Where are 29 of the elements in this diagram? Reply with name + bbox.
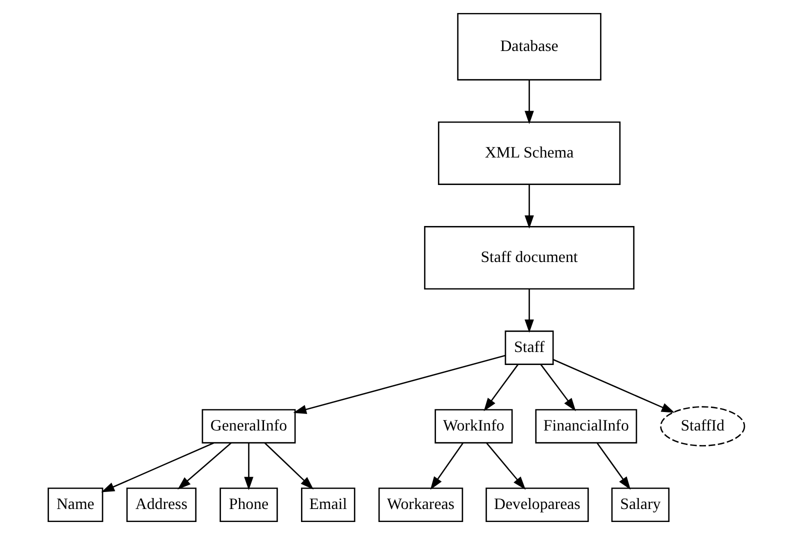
node-box: WorkInfo (434, 409, 513, 444)
arrow (244, 442, 254, 490)
arrow (524, 80, 534, 124)
node-box: FinancialInfo (535, 409, 638, 444)
node-box: Name (48, 488, 104, 522)
arrow (486, 442, 526, 490)
arrow (264, 442, 314, 490)
arrow (101, 442, 214, 492)
node-box: Developareas (486, 488, 589, 522)
arrow (553, 359, 675, 413)
arrow (430, 442, 464, 490)
node-box: Staff (504, 330, 554, 365)
arrow (524, 289, 534, 333)
node-box: GeneralInfo (202, 409, 296, 444)
arrow (596, 442, 631, 490)
node-box: Address (126, 488, 196, 522)
arrow (484, 364, 519, 412)
node-box: Workareas (378, 488, 464, 522)
arrow (293, 354, 506, 414)
arrow (540, 364, 576, 412)
node-box: Salary (611, 488, 670, 522)
node-box: XML Schema (438, 121, 621, 185)
node-ellipse: StaffId (660, 406, 746, 446)
arrow (178, 442, 232, 490)
arrow (524, 184, 534, 229)
node-box: Email (301, 488, 356, 522)
node-box: Phone (220, 488, 278, 522)
node-box: Staff document (424, 226, 634, 290)
node-box: Database (457, 12, 602, 80)
